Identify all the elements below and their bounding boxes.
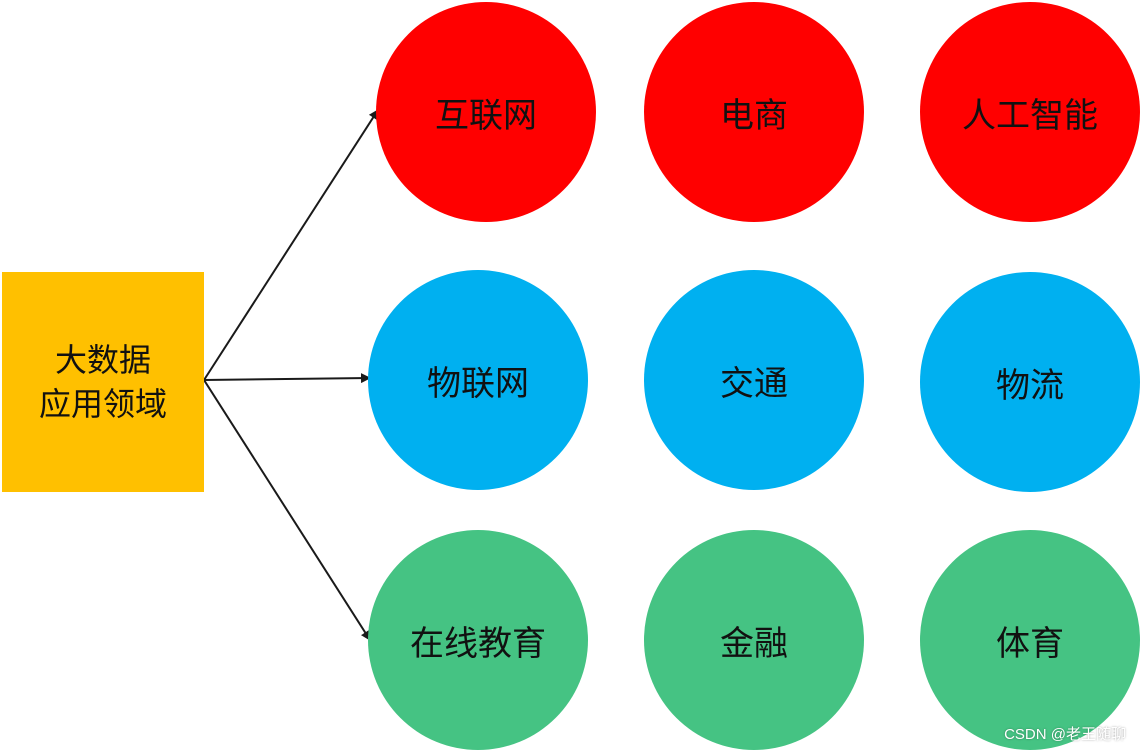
arrow-to-online-education <box>203 379 371 641</box>
node-label: 交通 <box>720 363 788 404</box>
root-label-line-1: 大数据 <box>54 341 151 379</box>
arrow-to-iot <box>203 373 371 384</box>
arrow-to-internet <box>203 109 379 381</box>
node-label: 电商 <box>720 95 788 136</box>
node-online-education: 在线教育 <box>368 530 588 750</box>
node-label: 互联网 <box>435 95 537 136</box>
node-artificial-intelligence: 人工智能 <box>920 2 1140 222</box>
node-label: 物流 <box>996 365 1064 406</box>
node-transportation: 交通 <box>644 270 864 490</box>
node-label: 人工智能 <box>962 95 1098 136</box>
node-logistics: 物流 <box>920 272 1140 492</box>
node-finance: 金融 <box>644 530 864 750</box>
node-label: 在线教育 <box>410 623 546 664</box>
node-iot: 物联网 <box>368 270 588 490</box>
node-label: 体育 <box>996 623 1064 664</box>
node-ecommerce: 电商 <box>644 2 864 222</box>
watermark-text: CSDN @老王随聊 <box>1004 726 1126 743</box>
node-label: 物联网 <box>427 363 529 404</box>
node-label: 金融 <box>720 623 788 664</box>
root-label-line-2: 应用领域 <box>38 385 167 423</box>
big-data-root-node: 大数据 应用领域 <box>2 272 204 492</box>
node-sports: 体育 <box>920 530 1140 750</box>
node-internet: 互联网 <box>376 2 596 222</box>
